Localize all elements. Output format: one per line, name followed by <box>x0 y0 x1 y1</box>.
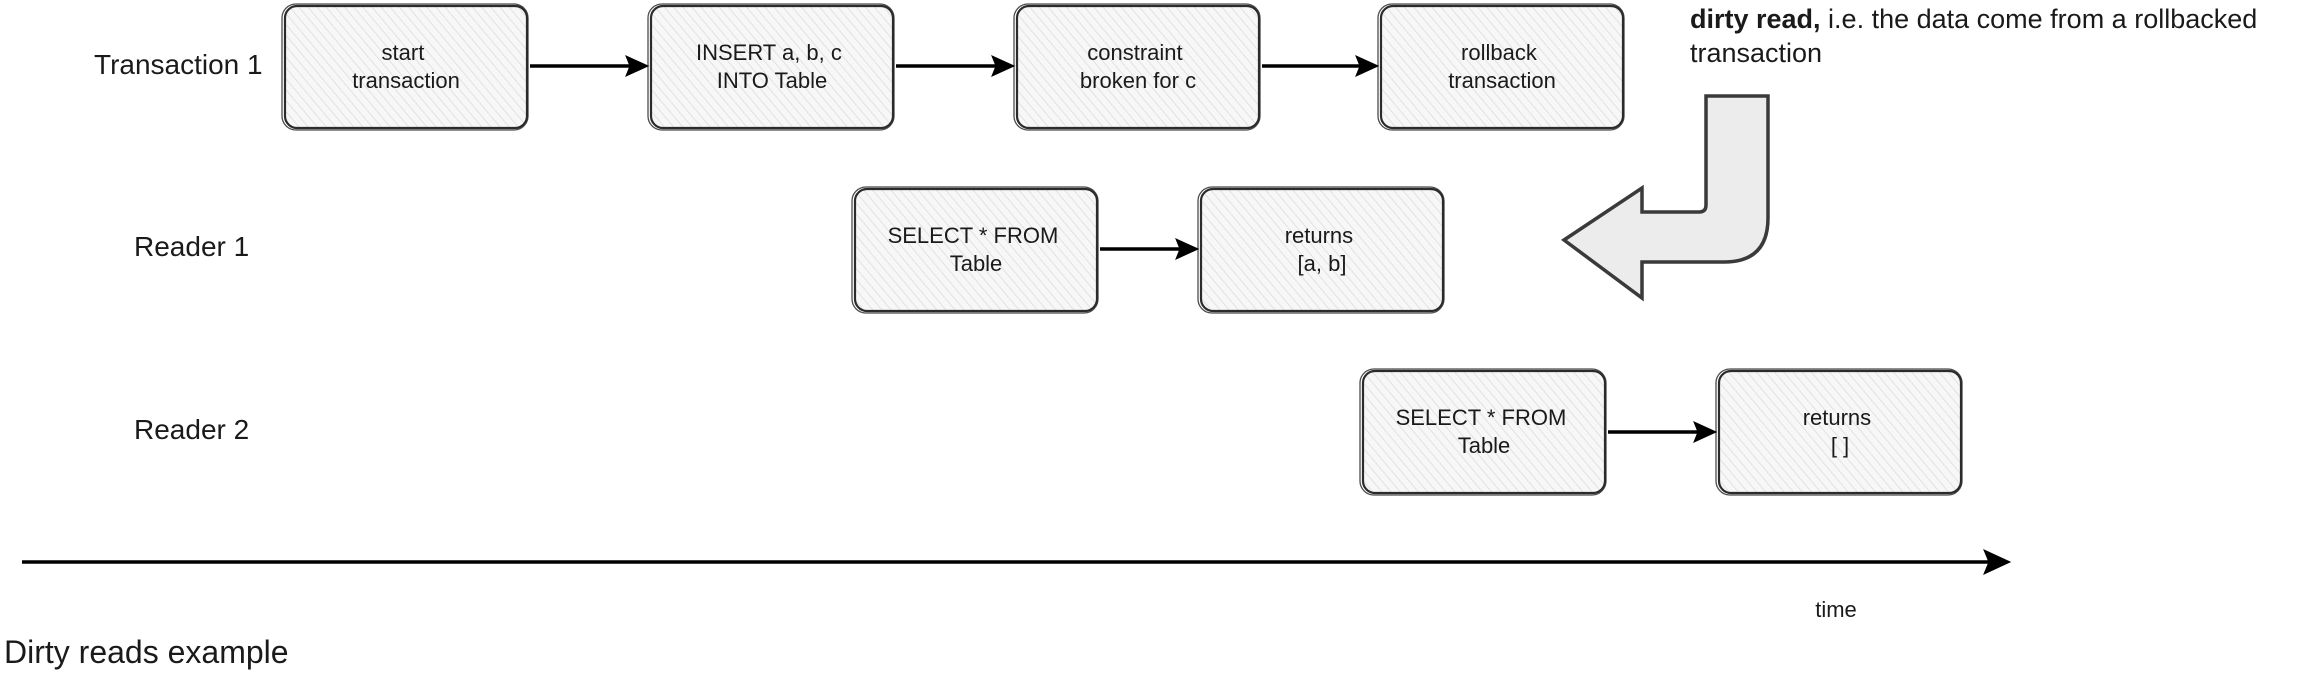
box-rollback-transaction: rollback transaction <box>1377 3 1625 131</box>
svg-text:rollback transaction: rollback transaction <box>1448 40 1556 93</box>
box-start-transaction: start transaction <box>281 3 529 131</box>
box-reader-2-returns-line-1: returns <box>1803 405 1871 430</box>
row-label-reader-2: Reader 2 <box>134 414 249 445</box>
box-reader-1-select-line-1: SELECT * FROM <box>888 223 1059 248</box>
svg-text:returns [a, b]: returns [a, b] <box>1285 223 1360 276</box>
svg-text:constraint broken for c: constraint broken for c <box>1080 40 1196 93</box>
dirty-read-callout: dirty read, i.e. the data come from a ro… <box>1690 4 2265 68</box>
box-reader-2-returns: returns [ ] <box>1715 368 1963 496</box>
box-reader-2-select-line-2: Table <box>1458 433 1511 458</box>
dirty-read-callout-bold: dirty read, <box>1690 4 1821 34</box>
box-insert-line-2: INTO Table <box>717 68 827 93</box>
box-reader-1-returns-line-1: returns <box>1285 223 1353 248</box>
arrow-start-to-insert <box>530 55 650 77</box>
box-insert-line-1: INSERT a, b, c <box>696 40 842 65</box>
row-label-transaction-1: Transaction 1 <box>94 49 263 80</box>
timeline-axis <box>22 549 2012 575</box>
box-reader-1-select-line-2: Table <box>950 251 1003 276</box>
box-start-transaction-line-1: start <box>382 40 425 65</box>
svg-text:start transaction: start transaction <box>352 40 460 93</box>
svg-text:returns [ ]: returns [ ] <box>1803 405 1878 458</box>
box-constraint-line-2: broken for c <box>1080 68 1196 93</box>
box-rollback-line-1: rollback <box>1461 40 1538 65</box>
box-reader-2-select-line-1: SELECT * FROM <box>1396 405 1567 430</box>
arrow-reader-2-select-to-returns <box>1608 421 1718 443</box>
timeline-label: time <box>1815 597 1857 622</box>
box-constraint-line-1: constraint <box>1087 40 1182 65</box>
svg-text:SELECT * FROM Table: SELECT * FROM Table <box>1396 405 1573 458</box>
row-label-reader-1: Reader 1 <box>134 231 249 262</box>
arrow-reader-1-select-to-returns <box>1100 238 1200 260</box>
dirty-read-callout-rest: i.e. the data come from a rollbacked <box>1821 4 2258 34</box>
box-reader-1-returns-line-2: [a, b] <box>1298 251 1347 276</box>
box-reader-2-returns-line-2: [ ] <box>1831 433 1849 458</box>
svg-text:INSERT a, b, c INTO Tabl: INSERT a, b, c INTO Table <box>696 40 848 93</box>
box-insert-into-table: INSERT a, b, c INTO Table <box>647 3 895 131</box>
arrow-constraint-to-rollback <box>1262 55 1380 77</box>
box-start-transaction-line-2: transaction <box>352 68 460 93</box>
dirty-read-callout-line-2: transaction <box>1690 38 1822 68</box>
diagram-caption: Dirty reads example <box>4 634 289 670</box>
arrow-insert-to-constraint <box>896 55 1016 77</box>
box-reader-2-select: SELECT * FROM Table <box>1359 368 1607 496</box>
box-reader-1-select: SELECT * FROM Table <box>851 186 1099 314</box>
bent-arrow-icon <box>1560 94 1770 302</box>
box-rollback-line-2: transaction <box>1448 68 1556 93</box>
svg-text:SELECT * FROM Table: SELECT * FROM Table <box>888 223 1065 276</box>
box-constraint-broken: constraint broken for c <box>1013 3 1261 131</box>
box-reader-1-returns: returns [a, b] <box>1197 186 1445 314</box>
